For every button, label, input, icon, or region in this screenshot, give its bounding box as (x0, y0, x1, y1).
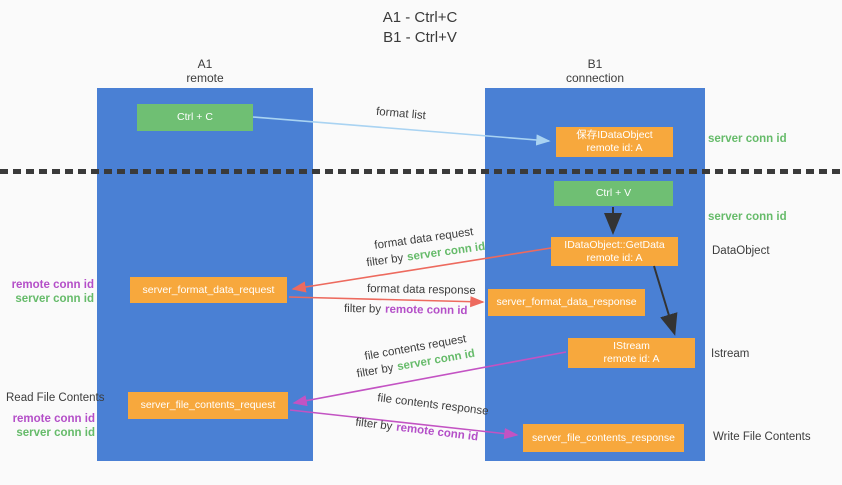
server-format-data-request-box: server_format_data_request (130, 277, 287, 303)
ctrl-v-label: Ctrl + V (595, 187, 632, 199)
server-file-contents-request-box: server_file_contents_request (128, 392, 288, 419)
title-line-1: A1 - Ctrl+C (382, 9, 458, 26)
lane-b1-subtitle: connection (565, 71, 625, 85)
write-file-contents-label: Write File Contents (713, 431, 811, 443)
ctrl-c-label: Ctrl + C (177, 111, 213, 123)
getdata-line2: remote id: A (586, 251, 643, 264)
istream-line2: remote id: A (603, 353, 660, 365)
file-contents-response-label: file contents response (376, 392, 490, 418)
save-dataobject-line1: 保存IDataObject (576, 129, 653, 141)
lane-header-b1: B1 connection (485, 57, 705, 85)
format-list-label: format list (375, 105, 427, 123)
server-file-contents-response-box: server_file_contents_response (523, 424, 684, 452)
title-line-2: B1 - Ctrl+V (383, 29, 457, 46)
lane-a1-name: A1 (197, 57, 213, 71)
lane-b1-name: B1 (587, 57, 603, 71)
server-conn-id-label-mid: server conn id (708, 211, 787, 223)
idataobject-getdata-box: IDataObject::GetData remote id: A (551, 237, 678, 266)
server-format-data-response-box: server_format_data_response (488, 289, 645, 316)
filter-by-text: filter by (355, 362, 395, 381)
istream-line1: IStream (613, 340, 650, 352)
ctrl-c-box: Ctrl + C (137, 104, 253, 131)
istream-box: IStream remote id: A (568, 338, 695, 368)
format-response-label: server_format_data_response (496, 296, 637, 308)
save-dataobject-box: 保存IDataObject remote id: A (556, 127, 673, 157)
dataobject-label: DataObject (712, 245, 770, 257)
server-conn-id-label: server conn id (16, 427, 95, 439)
lane-a1-subtitle: remote (186, 71, 224, 85)
format-data-response-label: format data response (366, 283, 476, 297)
filter-by-text: filter by (365, 252, 405, 270)
filter-by-text: filter by (354, 416, 393, 433)
filter-by-text: filter by (343, 302, 382, 316)
format-data-response-arrow (288, 296, 485, 308)
remote-conn-id-label: remote conn id (12, 413, 95, 425)
save-dataobject-line2: remote id: A (586, 142, 643, 154)
remote-conn-id-label: remote conn id (11, 279, 94, 291)
format-request-label: server_format_data_request (142, 283, 275, 296)
file-response-label: server_file_contents_response (531, 431, 675, 444)
file-request-label: server_file_contents_request (140, 399, 276, 411)
diagram-title: A1 - Ctrl+C B1 - Ctrl+V (320, 8, 520, 48)
ctrl-v-box: Ctrl + V (554, 181, 673, 206)
file-request-conn-ids: remote conn id server conn id (0, 412, 95, 440)
istream-side-label: Istream (711, 348, 750, 360)
server-conn-id-label-top: server conn id (708, 133, 787, 145)
remote-conn-id-text: remote conn id (395, 421, 479, 444)
lane-header-a1: A1 remote (97, 57, 313, 85)
read-file-contents-label: Read File Contents (6, 392, 105, 404)
server-conn-id-label: server conn id (15, 293, 94, 305)
remote-conn-id-text: remote conn id (384, 303, 468, 318)
dotted-divider (0, 169, 842, 174)
format-request-conn-ids: remote conn id server conn id (0, 278, 94, 306)
getdata-line1: IDataObject::GetData (564, 238, 665, 251)
